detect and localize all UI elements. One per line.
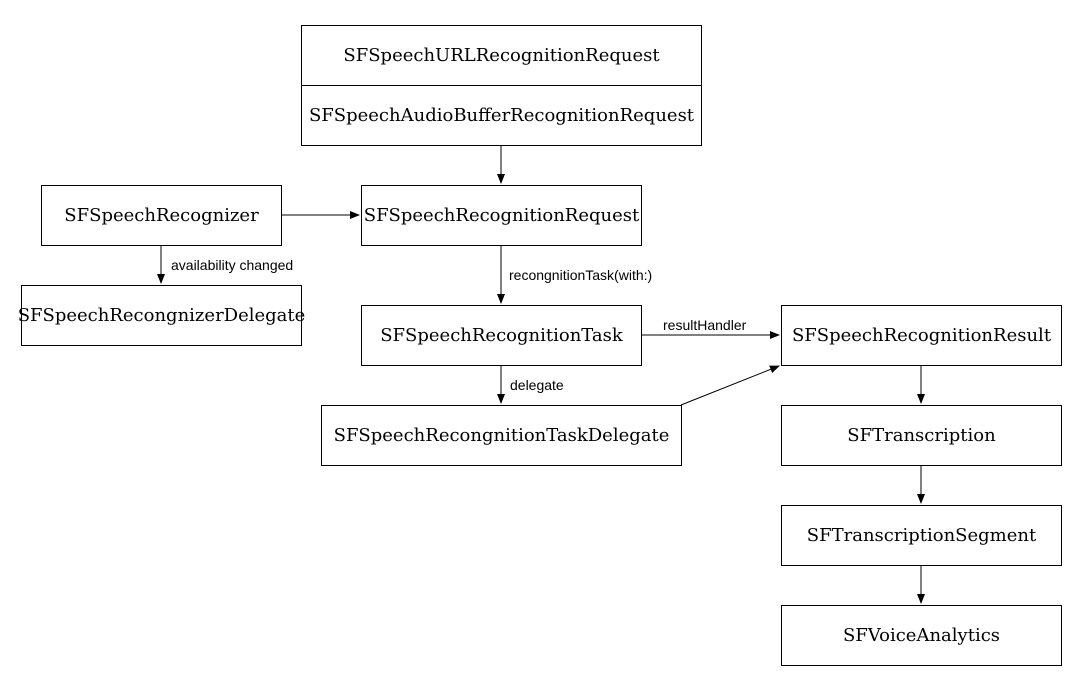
arrow-task-delegate-to-result bbox=[680, 365, 780, 406]
node-speech-recognition-request: SFSpeechRecognitionRequest bbox=[361, 185, 642, 246]
node-task-delegate: SFSpeechRecongnitionTaskDelegate bbox=[321, 405, 682, 466]
edge-label-result-handler: resultHandler bbox=[663, 317, 747, 333]
node-transcription-segment: SFTranscriptionSegment bbox=[781, 505, 1062, 566]
node-url-recognition-request: SFSpeechURLRecognitionRequest bbox=[301, 25, 702, 86]
edge-label-availability-changed: availability changed bbox=[171, 257, 294, 273]
node-recognition-task: SFSpeechRecognitionTask bbox=[361, 305, 642, 366]
node-speech-recognizer: SFSpeechRecognizer bbox=[41, 185, 282, 246]
node-audio-buffer-recognition-request: SFSpeechAudioBufferRecognitionRequest bbox=[301, 85, 702, 146]
node-recognition-result: SFSpeechRecognitionResult bbox=[781, 305, 1062, 366]
edge-label-recognition-task-with: recongnitionTask(with:) bbox=[509, 267, 653, 283]
node-voice-analytics: SFVoiceAnalytics bbox=[781, 605, 1062, 666]
node-transcription: SFTranscription bbox=[781, 405, 1062, 466]
edge-label-delegate: delegate bbox=[510, 377, 564, 393]
node-recognizer-delegate: SFSpeechRecongnizerDelegate bbox=[18, 285, 305, 346]
